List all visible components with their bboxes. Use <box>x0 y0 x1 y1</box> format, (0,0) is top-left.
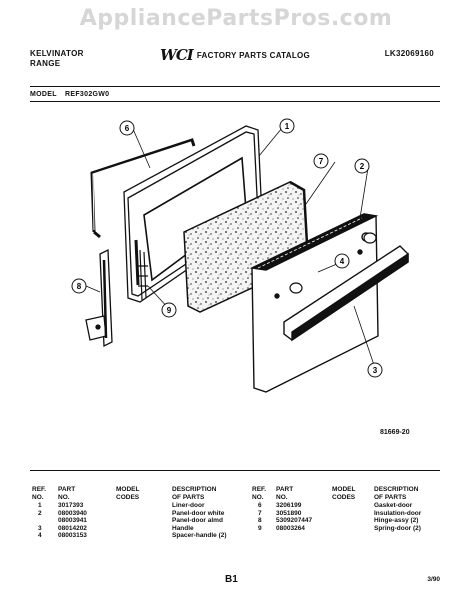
header-brand-block: KELVINATOR RANGE <box>30 49 84 69</box>
callout-6: 6 <box>119 120 135 136</box>
handle-spacer-part <box>289 232 377 294</box>
table-cell: 2 <box>38 509 42 517</box>
table-cell: 08003940 <box>58 509 87 517</box>
brand-name: KELVINATOR <box>30 49 84 58</box>
svg-text:4: 4 <box>340 257 345 266</box>
callout-2: 2 <box>354 158 370 174</box>
door-handle-part <box>283 245 409 342</box>
parts-sheet: KELVINATOR RANGE WCI FACTORY PARTS CATAL… <box>14 40 456 592</box>
svg-text:2: 2 <box>360 162 365 171</box>
product-type: RANGE <box>30 59 61 68</box>
svg-text:3: 3 <box>373 366 378 375</box>
callout-4: 4 <box>334 253 350 269</box>
callout-9: 9 <box>161 302 177 318</box>
table-cell: Insulation-door <box>374 509 422 517</box>
table-cell: Hinge-assy (2) <box>374 517 419 524</box>
table-cell: 08003153 <box>58 532 87 539</box>
header-rule <box>30 86 440 87</box>
model-label: MODEL <box>30 91 57 98</box>
table-cell: 4 <box>38 532 42 539</box>
table-cell: 3051890 <box>276 509 302 517</box>
oven-door-exploded-diagram: 6 1 7 2 4 3 8 9 <box>71 118 409 393</box>
callout-7: 7 <box>313 153 329 169</box>
catalog-header: WCI FACTORY PARTS CATALOG <box>160 46 310 64</box>
table-cell: 5309207447 <box>276 517 313 524</box>
wci-logo: WCI <box>160 46 194 64</box>
model-number: REF302GW0 <box>65 91 110 98</box>
table-cell: Liner-door <box>172 502 205 509</box>
door-gasket-part <box>90 138 196 239</box>
table-cell: 3017393 <box>58 502 84 509</box>
right-ref-column: REF.NO. 6 7 8 9 <box>252 486 267 532</box>
door-hinge-part <box>85 248 113 348</box>
callout-8: 8 <box>71 278 87 294</box>
catalog-number: LK32069160 <box>384 49 434 58</box>
table-cell: 9 <box>258 524 262 532</box>
model-rule <box>30 101 440 102</box>
left-ref-column: REF.NO. 1 2 3 4 <box>32 486 47 539</box>
table-cell: 6 <box>258 502 262 509</box>
page-number: B1 <box>225 574 238 585</box>
catalog-title: FACTORY PARTS CATALOG <box>196 50 311 60</box>
svg-text:7: 7 <box>319 157 324 166</box>
table-cell <box>32 517 46 525</box>
figure-code: 81669-20 <box>380 429 410 436</box>
table-cell: 08014202 <box>58 524 87 532</box>
table-cell: 3206199 <box>276 502 302 509</box>
table-cell: Spring-door (2) <box>374 524 421 532</box>
svg-text:1: 1 <box>285 122 290 131</box>
door-spring-part <box>138 249 148 301</box>
table-cell: 08003941 <box>58 517 87 524</box>
watermark: AppliancePartsPros.com <box>79 6 393 31</box>
svg-text:9: 9 <box>167 306 172 315</box>
table-cell: Spacer-handle (2) <box>172 532 227 539</box>
svg-text:6: 6 <box>125 124 130 133</box>
callout-leaders <box>85 127 375 366</box>
table-cell: 3 <box>38 524 42 532</box>
table-cell: Gasket-door <box>374 502 413 509</box>
table-cell: 1 <box>38 502 42 509</box>
svg-text:8: 8 <box>77 282 82 291</box>
table-cell: 08003264 <box>276 524 305 532</box>
model-line: MODEL REF302GW0 <box>30 91 115 98</box>
callout-3: 3 <box>367 362 383 378</box>
table-cell: 7 <box>258 509 262 517</box>
table-cell: 8 <box>258 517 262 524</box>
table-cell: Panel-door white <box>172 509 225 517</box>
revision-date: 3/90 <box>427 576 440 583</box>
table-cell: Handle <box>172 524 194 532</box>
table-cell: Panel-door almd <box>172 517 223 524</box>
table-top-rule <box>30 470 440 471</box>
callout-1: 1 <box>279 118 295 134</box>
